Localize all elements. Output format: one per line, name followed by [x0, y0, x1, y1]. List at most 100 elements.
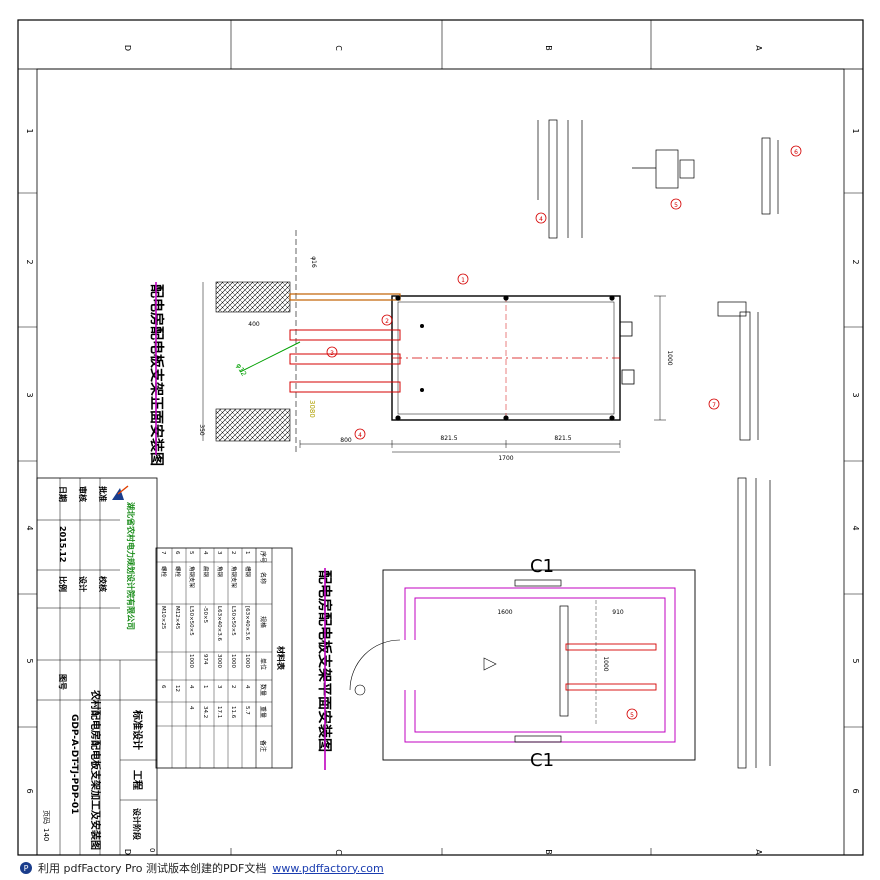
table-cell: 1 — [202, 685, 208, 689]
table-cell: 2 — [230, 551, 236, 555]
front-callout-3: 3 — [330, 350, 334, 357]
plan-view: 配电房配电板支架平面安装图 C1 C1 1600 910 1000 5 — [316, 556, 696, 771]
front-callout-2: 2 — [385, 318, 389, 325]
table-cell: M12×45 — [174, 606, 180, 630]
label-check: 校核 — [98, 576, 108, 592]
standard-design: 标准设计 — [131, 709, 144, 750]
table-cell: 34.2 — [202, 706, 208, 718]
label-phi16: φ16 — [310, 256, 317, 268]
table-cell: 角钢支架 — [230, 566, 238, 589]
front-callout-4: 4 — [358, 432, 362, 439]
zone-number-3: 3 — [25, 392, 34, 397]
label-engineering: 工程 — [131, 770, 144, 790]
company-name: 湖北省农村电力规划设计院有限公司 — [126, 502, 136, 630]
zone-letter-c: C — [334, 45, 343, 51]
table-cell: 螺栓 — [160, 566, 168, 578]
table-cell: 5.7 — [244, 706, 250, 715]
pdf-footer: P 利用 pdfFactory Pro 测试版本创建的PDF文档 www.pdf… — [20, 860, 384, 876]
zone-number-2-right: 2 — [851, 259, 860, 264]
zone-number-5: 5 — [25, 658, 34, 663]
detail-callout-4: 4 — [539, 216, 543, 223]
table-cell: 12 — [174, 685, 180, 692]
table-cell: -50×5 — [202, 606, 208, 624]
table-cell: 4 — [244, 685, 250, 689]
table-cell: 4 — [188, 706, 194, 710]
zone-number-1: 1 — [25, 128, 34, 133]
table-rows: 1槽钢[63×40×3.6100045.72角钢支架L50×50×5100021… — [160, 551, 252, 719]
table-cell: L50×50×5 — [188, 606, 194, 636]
pdffactory-logo-icon: P — [20, 862, 32, 874]
zone-letter-b: B — [544, 45, 553, 51]
detail-views — [537, 119, 779, 769]
table-cell: 6 — [174, 551, 180, 555]
svg-text:φ12: φ12 — [234, 362, 248, 378]
front-view: 配电房配电板支架正面安装图 φ12 3080 — [148, 230, 673, 466]
table-cell: 2 — [230, 685, 236, 689]
dim-1700: 1700 — [498, 455, 513, 462]
table-cell: 17.1 — [216, 706, 222, 718]
label-drawing-no: 图号 — [58, 674, 67, 690]
concrete-block-bottom — [215, 408, 291, 442]
materials-title: 材料表 — [276, 646, 286, 671]
zone-number-4: 4 — [25, 525, 34, 530]
table-cell: 螺栓 — [174, 566, 182, 578]
dim-821-left: 821.5 — [440, 435, 457, 442]
front-callout-1: 1 — [461, 277, 465, 284]
dim-800: 800 — [340, 437, 352, 444]
table-cell: 1000 — [230, 654, 236, 668]
footer-link[interactable]: www.pdffactory.com — [272, 861, 384, 875]
table-cell: 3000 — [216, 654, 222, 668]
table-header: 数量 — [259, 684, 267, 696]
title-block: 批准 审核 日期 校核 设计 比例 2015.12 图号 湖北省农村电力规划设计… — [36, 477, 158, 856]
detail-callout-7: 7 — [712, 402, 716, 409]
table-cell: M10×25 — [160, 606, 166, 630]
footer-text: 利用 pdfFactory Pro 测试版本创建的PDF文档 — [38, 862, 267, 875]
plan-dim-1000: 1000 — [602, 656, 609, 671]
detail-callout-6: 6 — [794, 149, 798, 156]
table-cell: 1000 — [188, 654, 194, 668]
table-cell: 4 — [188, 685, 194, 689]
zone-number-5-right: 5 — [851, 658, 860, 663]
table-cell: 扁钢 — [202, 566, 210, 578]
zone-letter-b-bottom: B — [544, 849, 553, 855]
zone-letter-a-bottom: A — [754, 849, 763, 855]
table-cell: 11.6 — [230, 706, 236, 719]
date-value: 2015.12 — [58, 526, 67, 562]
table-header: 单位 — [259, 658, 267, 670]
plan-callout-5: 5 — [630, 712, 634, 719]
label-date: 日期 — [58, 486, 68, 502]
zone-letter-d-bottom: D — [123, 849, 132, 855]
project-name: 农村配电房配电板支架加工及安装图 — [89, 689, 102, 850]
table-header: 备注 — [259, 740, 267, 752]
zone-letter-c-bottom: C — [334, 849, 343, 855]
table-header: 重量 — [259, 706, 267, 718]
dim-350: 350 — [198, 424, 205, 436]
table-cell: 974 — [202, 654, 208, 665]
table-cell: 1 — [244, 551, 250, 555]
room-wall — [382, 569, 696, 761]
materials-table: 材料表 序号 名称 规格 单位 数量 重量 备注 1槽钢[63×40×3.610… — [155, 547, 293, 769]
zone-number-6-right: 6 — [851, 788, 860, 793]
detail-callout-5: 5 — [674, 202, 678, 209]
dim-821-right: 821.5 — [554, 435, 571, 442]
label-page: 页码 — [42, 810, 50, 824]
dim-400: 400 — [248, 321, 260, 328]
label-design: 设计 — [78, 576, 88, 592]
table-cell: 槽钢 — [244, 566, 252, 578]
label-stage: 设计阶段 — [132, 808, 142, 840]
svg-text:3080: 3080 — [308, 400, 316, 418]
table-cell: L63×40×3.6 — [216, 606, 222, 642]
plan-dim-910: 910 — [612, 609, 624, 616]
page-number: 140 — [42, 828, 50, 841]
table-cell: 5 — [188, 551, 194, 555]
label-scale: 比例 — [58, 576, 68, 592]
concrete-block-top — [215, 281, 291, 313]
stage-value: 0 — [148, 848, 156, 852]
drawing-number: GDP-A-DT-TJ-PDP-01 — [69, 714, 79, 814]
table-cell: 3 — [216, 685, 222, 689]
zone-number-3-right: 3 — [851, 392, 860, 397]
zone-letter-a: A — [754, 45, 763, 51]
label-approve: 批准 — [98, 486, 108, 502]
table-cell: 6 — [160, 685, 166, 689]
